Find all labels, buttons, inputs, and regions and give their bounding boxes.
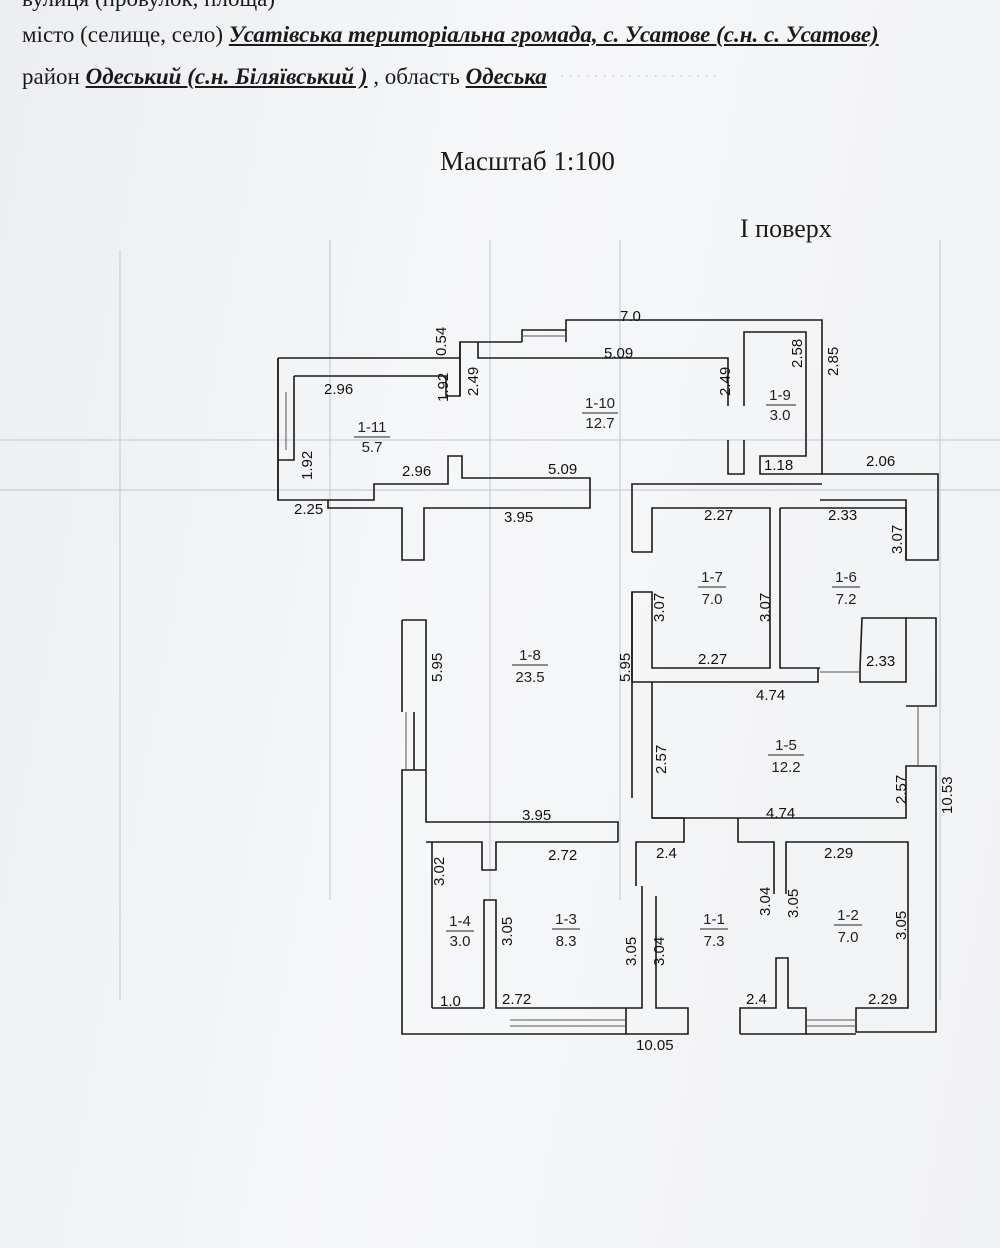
dimension-label: 2.96 [324, 381, 353, 398]
dimension-label: 1.18 [764, 457, 793, 474]
walls [277, 319, 939, 1035]
dimension-label: 2.06 [866, 453, 895, 470]
dimension-label: 1.0 [440, 993, 461, 1010]
dimension-label: 2.57 [893, 775, 910, 804]
room-id: 1-4 [449, 913, 471, 930]
dimension-label: 3.05 [893, 911, 910, 940]
dimension-label: 1.92 [299, 451, 316, 480]
room-area: 7.0 [702, 591, 723, 608]
room-area: 8.3 [556, 933, 577, 950]
street-line: вулиця (провулок, площа) [22, 0, 275, 12]
city-value: Усатівська територіальна громада, с. Уса… [228, 22, 879, 47]
room-id: 1-3 [555, 911, 577, 928]
dimension-label: 0.54 [433, 327, 450, 356]
dimension-label: 5.95 [429, 653, 446, 682]
dimension-label: 2.57 [653, 745, 670, 774]
dimension-label: 5.95 [617, 653, 634, 682]
room-id: 1-9 [769, 387, 791, 404]
dimension-label: 4.74 [756, 687, 785, 704]
dimension-label: 2.25 [294, 501, 323, 518]
room-id: 1-1 [703, 911, 725, 928]
city-label: місто (селище, село) [22, 22, 224, 47]
dimension-label: 2.96 [402, 463, 431, 480]
dimension-label: 2.33 [828, 507, 857, 524]
room-area: 7.2 [836, 591, 857, 608]
dimension-label: 10.05 [636, 1037, 674, 1054]
dimension-label: 5.09 [604, 345, 633, 362]
room-id: 1-2 [837, 907, 859, 924]
scale-label: Масштаб 1:100 [440, 146, 615, 176]
room-area: 3.0 [450, 933, 471, 950]
dimension-label: 2.49 [465, 367, 482, 396]
district-label: район [22, 64, 80, 89]
dimension-label: 2.29 [824, 845, 853, 862]
district-value: Одеський (с.н. Біляївський ) [85, 64, 368, 89]
room-id: 1-5 [775, 737, 797, 754]
dimension-label: 3.07 [651, 593, 668, 622]
dimension-label: 2.85 [825, 347, 842, 376]
room-id: 1-7 [701, 569, 723, 586]
dimension-label: 2.49 [717, 367, 734, 396]
windows [285, 335, 919, 1027]
dimension-label: 1.92 [435, 373, 452, 402]
room-id: 1-8 [519, 647, 541, 664]
dimension-label: 2.27 [704, 507, 733, 524]
region-value: Одеська [465, 64, 547, 89]
room-area: 12.7 [585, 415, 614, 432]
dimension-label: 2.72 [548, 847, 577, 864]
dimension-label: 2.58 [789, 339, 806, 368]
dimension-label: 3.07 [889, 525, 906, 554]
room-id: 1-11 [358, 419, 387, 436]
room-area: 7.0 [838, 929, 859, 946]
region-label: , область [373, 64, 460, 89]
dimension-labels: 7.0 0.54 5.09 2.58 2.85 2.96 1.92 2.49 2… [294, 308, 956, 1054]
dimension-label: 3.95 [522, 807, 551, 824]
dimension-label: 3.05 [623, 937, 640, 966]
room-id: 1-10 [585, 395, 615, 412]
room-labels: 1-11 5.7 1-10 12.7 1-9 3.0 1-7 7.0 1-6 7… [354, 387, 862, 950]
dimension-label: 2.4 [656, 845, 677, 862]
dimension-label: 7.0 [620, 308, 641, 325]
city-line: місто (селище, село) Усатівська територі… [22, 22, 879, 48]
dimension-label: 2.29 [868, 991, 897, 1008]
district-line: район Одеський (с.н. Біляївський ) , обл… [22, 64, 547, 90]
floor-label: I поверх [740, 214, 832, 243]
dimension-label: 3.05 [785, 889, 802, 918]
dimension-label: 3.05 [499, 917, 516, 946]
bleed-through-table [0, 240, 1000, 1000]
dimension-label: 3.02 [431, 857, 448, 886]
dimension-label: 10.53 [939, 776, 956, 814]
room-area: 7.3 [704, 933, 725, 950]
dimension-label: 3.04 [757, 887, 774, 916]
dimension-label: 4.74 [766, 805, 795, 822]
dimension-label: 2.27 [698, 651, 727, 668]
dimension-label: 2.4 [746, 991, 767, 1008]
dimension-label: 3.07 [757, 593, 774, 622]
dimension-label: 2.72 [502, 991, 531, 1008]
dimension-label: 5.09 [548, 461, 577, 478]
room-area: 3.0 [770, 407, 791, 424]
dimension-label: 3.95 [504, 509, 533, 526]
room-id: 1-6 [835, 569, 857, 586]
room-area: 5.7 [362, 439, 383, 456]
room-area: 23.5 [515, 669, 544, 686]
dimension-label: 2.33 [866, 653, 895, 670]
bleed-through-text: . . . . . . . . . . . . . . . . . . . [560, 62, 718, 81]
street-label: вулиця (провулок, площа) [22, 0, 275, 11]
room-area: 12.2 [771, 759, 800, 776]
dimension-label: 3.04 [651, 937, 668, 966]
